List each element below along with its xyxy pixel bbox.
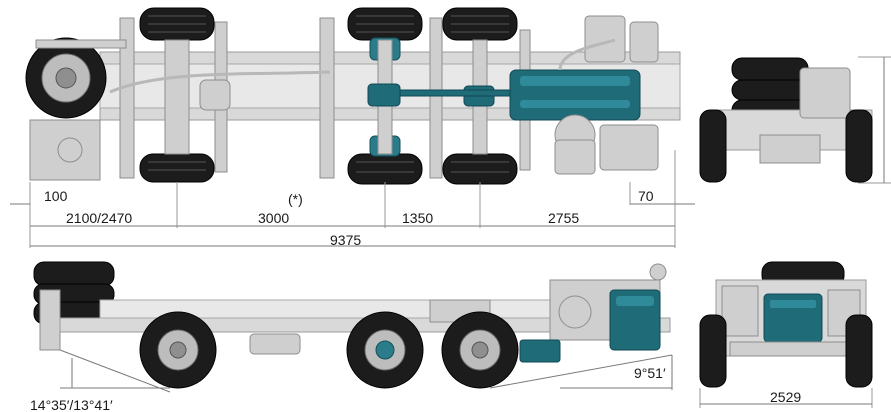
side-view: 14°35′/13°41′ 9°51′ [30, 261, 673, 412]
air-tank [199, 79, 231, 111]
bogie-wheel-top-2 [442, 7, 518, 41]
front-wheel-bottom [139, 153, 215, 183]
front-view-wheel-left [699, 314, 727, 388]
steering-box [57, 137, 83, 163]
dim-rear-overhang: 2755 [548, 210, 579, 226]
side-front-wheel [139, 311, 217, 389]
dim-asterisk-note: (*) [288, 191, 303, 207]
side-spare-wheel [33, 261, 115, 287]
dim-rear-end: 70 [638, 188, 654, 204]
bogie-wheel-bottom-2 [442, 153, 518, 185]
rear-view-wheel-left [699, 109, 727, 183]
rear-view: 1768 [699, 56, 891, 184]
front-wheel-top [139, 7, 215, 41]
dim-front-axle-to-bogie: 2100/2470 [66, 210, 132, 226]
engine-top [509, 15, 659, 175]
rear-view-spare-stack [731, 57, 809, 81]
top-view: 100 2100/2470 (*) 3000 1350 2755 70 9375 [10, 7, 695, 248]
dim-front-overhang: 100 [44, 188, 68, 204]
top-crossmember [119, 17, 135, 179]
dim-bogie-spacing: 1350 [402, 210, 433, 226]
spare-wheel [25, 37, 127, 119]
side-engine [519, 263, 667, 363]
dim-overall-length: 9375 [330, 232, 361, 248]
rear-view-wheel-right [845, 109, 873, 183]
front-view-wheel-right [845, 314, 873, 388]
front-suspension [164, 39, 190, 155]
bogie-wheel-bottom-1 [347, 153, 423, 185]
top-crossmember [429, 17, 443, 179]
dim-departure-angle: 9°51′ [634, 365, 666, 381]
drive-shaft [399, 89, 511, 97]
differential-1 [367, 83, 401, 107]
bogie-wheel-top-1 [347, 7, 423, 41]
side-bogie-wheel-2 [441, 311, 519, 389]
dim-approach-angle: 14°35′/13°41′ [30, 397, 113, 412]
dim-wheelbase-mid: 3000 [258, 210, 289, 226]
dim-track-width: 2529 [770, 389, 801, 405]
side-bogie-wheel-1 [346, 311, 424, 389]
front-view: 2529 [699, 261, 873, 408]
top-crossmember [319, 17, 335, 179]
